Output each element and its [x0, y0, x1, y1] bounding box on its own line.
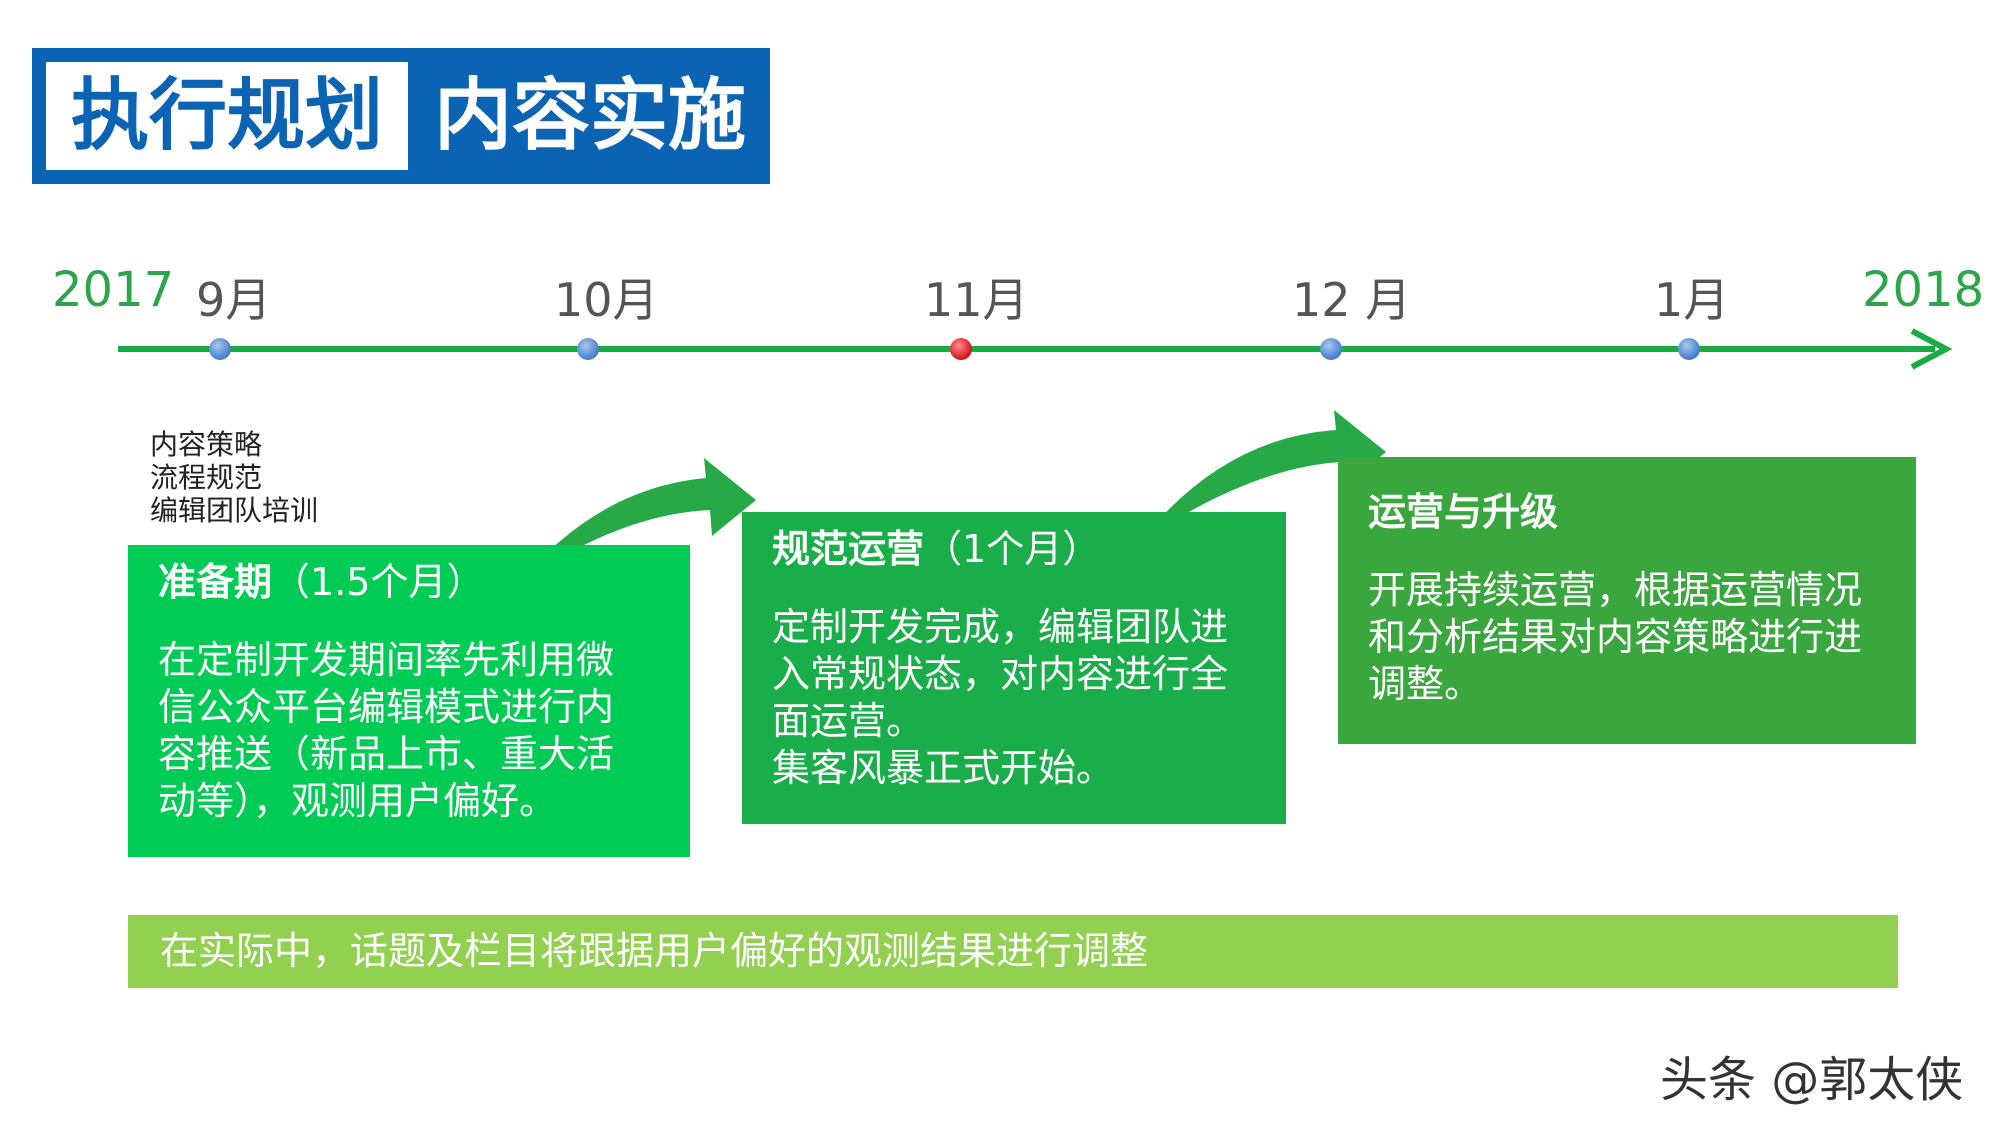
timeline-month-jan: 1月 — [1654, 273, 1730, 327]
phase-line: 和分析结果对内容策略进行进 — [1368, 615, 1863, 659]
phase-line: 开展持续运营，根据运营情况 — [1368, 568, 1863, 612]
phase-line: 面运营。 — [772, 699, 925, 743]
timeline-dot-oct — [577, 338, 599, 360]
timeline-dot-sep — [209, 338, 231, 360]
phase-name: 准备期 — [158, 560, 273, 604]
phase-line: 入常规状态，对内容进行全 — [772, 652, 1229, 696]
prep-item: 编辑团队培训 — [150, 494, 319, 527]
phase-title: 准备期（1.5个月） — [158, 557, 690, 607]
phase-box-preparation: 准备期（1.5个月） 在定制开发期间率先利用微 信公众平台编辑模式进行内 容推送… — [128, 545, 690, 857]
phase-description: 定制开发完成，编辑团队进 入常规状态，对内容进行全 面运营。 集客风暴正式开始。 — [772, 604, 1286, 792]
phase-line: 集客风暴正式开始。 — [772, 746, 1115, 790]
curved-arrow-2 — [1140, 410, 1386, 542]
timeline-month-dec: 12 月 — [1292, 273, 1412, 327]
timeline-dot-nov — [950, 338, 972, 360]
prep-item: 内容策略 — [150, 428, 263, 461]
timeline-month-sep: 9月 — [196, 273, 272, 327]
phase-title: 规范运营（1个月） — [772, 524, 1286, 574]
phase-duration: （1.5个月） — [272, 560, 485, 604]
phase-line: 定制开发完成，编辑团队进 — [772, 605, 1229, 649]
phase-line: 动等），观测用户偏好。 — [158, 779, 558, 823]
prep-items-list: 内容策略 流程规范 编辑团队培训 — [150, 428, 318, 527]
timeline-arrowhead — [1910, 328, 1953, 370]
phase-line: 容推送（新品上市、重大活 — [158, 732, 615, 776]
timeline-dot-dec — [1320, 338, 1342, 360]
phase-duration: （1个月） — [924, 527, 1101, 571]
phase-title: 运营与升级 — [1368, 487, 1916, 537]
phase-box-upgrade: 运营与升级 开展持续运营，根据运营情况 和分析结果对内容策略进行进 调整。 — [1338, 457, 1916, 744]
note-bar: 在实际中，话题及栏目将跟据用户偏好的观测结果进行调整 — [128, 915, 1898, 988]
phase-line: 在定制开发期间率先利用微 — [158, 638, 615, 682]
phase-description: 开展持续运营，根据运营情况 和分析结果对内容策略进行进 调整。 — [1368, 567, 1916, 708]
curved-arrow-1 — [518, 458, 756, 584]
timeline-month-nov: 11月 — [924, 273, 1029, 327]
timeline-start-year: 2017 — [52, 262, 175, 318]
timeline-end-year: 2018 — [1862, 262, 1985, 318]
phase-box-operations: 规范运营（1个月） 定制开发完成，编辑团队进 入常规状态，对内容进行全 面运营。… — [742, 512, 1286, 824]
title-left: 执行规划 — [46, 62, 408, 170]
phase-line: 信公众平台编辑模式进行内 — [158, 685, 615, 729]
watermark: 头条 @郭太侠 — [1660, 1052, 1964, 1108]
prep-item: 流程规范 — [150, 461, 263, 494]
phase-name: 运营与升级 — [1368, 490, 1559, 534]
title-right: 内容实施 — [433, 71, 746, 161]
timeline-month-oct: 10月 — [554, 273, 659, 327]
phase-line: 调整。 — [1368, 662, 1483, 706]
phase-description: 在定制开发期间率先利用微 信公众平台编辑模式进行内 容推送（新品上市、重大活 动… — [158, 637, 690, 825]
phase-name: 规范运营 — [772, 527, 925, 571]
timeline-dot-jan — [1678, 338, 1700, 360]
